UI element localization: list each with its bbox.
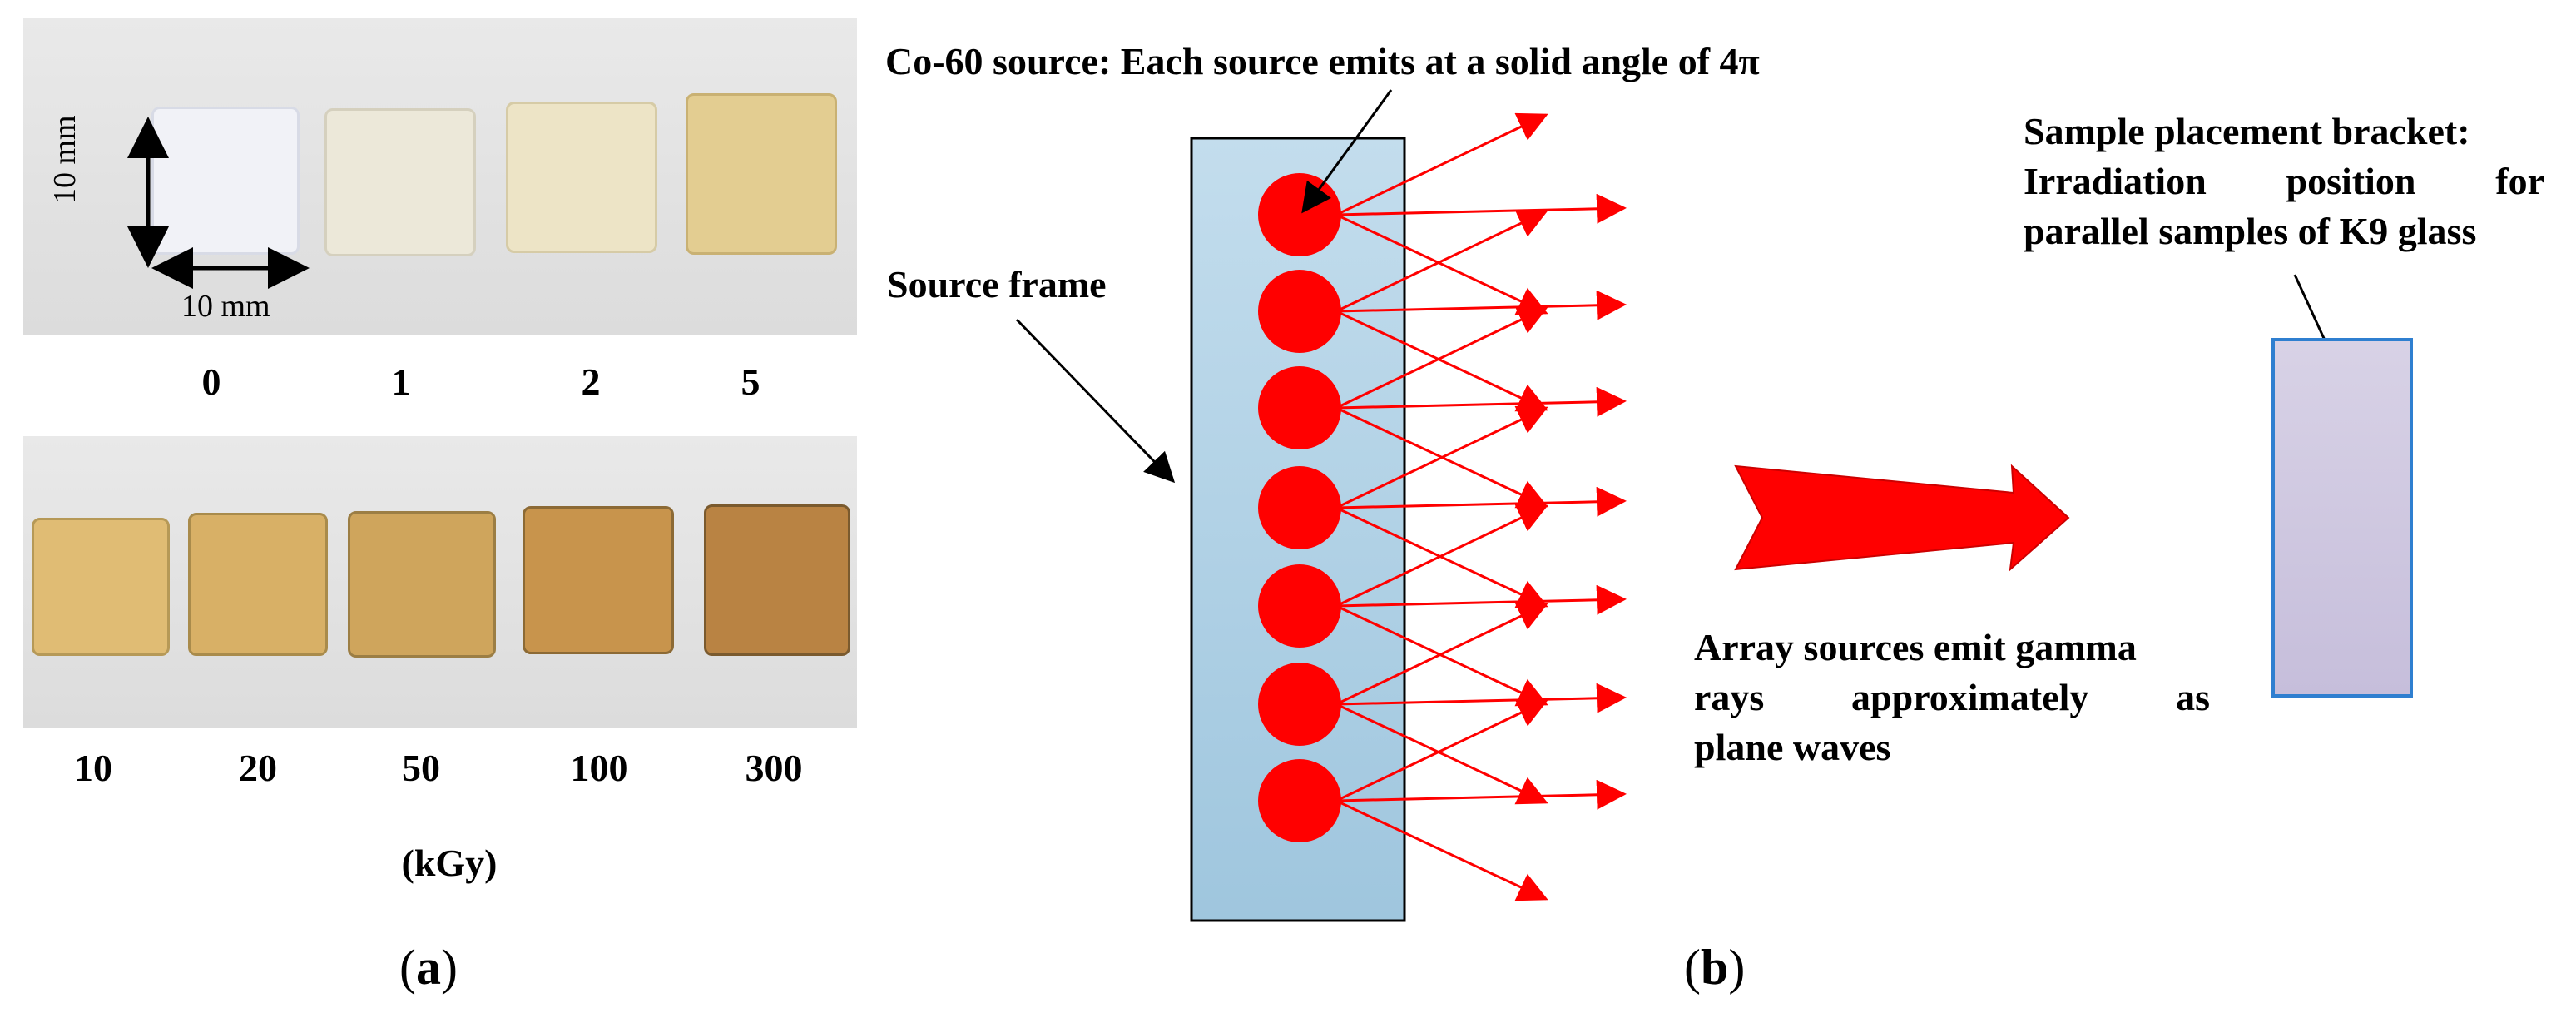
gamma-ray [1335, 209, 1548, 313]
plane-wave-label: Array sources emit gamma rays approximat… [1694, 623, 2210, 772]
dose-label: 0 [201, 360, 221, 403]
dose-label: 100 [570, 747, 628, 789]
gamma-ray [1335, 213, 1548, 315]
gamma-ray [1335, 779, 1627, 810]
dose-label: 10 [74, 747, 112, 789]
gamma-ray [1335, 193, 1627, 224]
unit-label: (kGy) [401, 842, 498, 884]
co60-source [1258, 366, 1341, 449]
dose-label: 50 [402, 747, 440, 789]
gamma-ray [1335, 310, 1548, 412]
glass-sample-50 [348, 511, 496, 658]
glass-sample-100 [523, 506, 674, 654]
co60-source [1258, 173, 1341, 256]
dose-label: 20 [239, 747, 277, 789]
gamma-ray [1335, 112, 1548, 216]
glass-sample-300 [704, 504, 850, 656]
bracket-label-line-3: parallel samples of K9 glass [2024, 210, 2477, 252]
co60-source [1258, 663, 1341, 746]
co60-source [1258, 270, 1341, 353]
gamma-ray [1335, 486, 1627, 517]
glass-sample-20 [188, 513, 328, 656]
co60-source [1258, 466, 1341, 549]
gamma-ray [1335, 290, 1627, 320]
dim-width-label: 10 mm [181, 289, 270, 324]
glass-sample-5 [686, 93, 837, 255]
bracket-label-line-1: Sample placement bracket: [2024, 110, 2470, 152]
bracket-label-line-2: Irradiation position for [2024, 160, 2544, 202]
plane-wave-arrow [1734, 464, 2070, 572]
gamma-ray [1335, 305, 1548, 410]
plane-wave-line-2: rays approximately as [1694, 676, 2210, 718]
gamma-ray [1335, 504, 1548, 608]
dose-label: 2 [581, 360, 601, 403]
plane-wave-line-3: plane waves [1694, 726, 1891, 768]
panel-a-caption: (a) [399, 940, 458, 995]
co60-pointer-arrow [1301, 89, 1393, 214]
co60-source [1258, 564, 1341, 648]
gamma-ray [1335, 405, 1548, 509]
gamma-ray [1335, 683, 1627, 713]
glass-sample-10 [32, 518, 170, 656]
gamma-rays [1335, 112, 1627, 901]
panel-b-caption: (b) [1684, 940, 1746, 995]
gamma-ray [1335, 799, 1548, 901]
dose-label: 1 [391, 360, 411, 403]
dose-label: 300 [745, 747, 803, 789]
gamma-ray [1335, 386, 1627, 417]
co60-source [1258, 759, 1341, 842]
bracket-label: Sample placement bracket: Irradiation po… [2024, 107, 2544, 256]
glass-sample-2 [506, 102, 657, 253]
glass-sample-0 [151, 107, 300, 255]
co60-source-label: Co-60 source: Each source emits at a sol… [885, 40, 1760, 82]
dose-label: 5 [741, 360, 760, 403]
gamma-ray [1335, 703, 1548, 805]
glass-sample-1 [324, 108, 476, 256]
gamma-ray [1335, 698, 1548, 802]
sample-bracket [2271, 338, 2413, 698]
source-frame-pointer-arrow [1015, 318, 1176, 484]
co60-sources [1258, 173, 1341, 842]
source-frame-label: Source frame [887, 263, 1107, 305]
gamma-ray [1335, 584, 1627, 615]
gamma-ray [1335, 602, 1548, 706]
plane-wave-line-1: Array sources emit gamma [1694, 626, 2137, 668]
dimension-arrows [127, 117, 310, 289]
